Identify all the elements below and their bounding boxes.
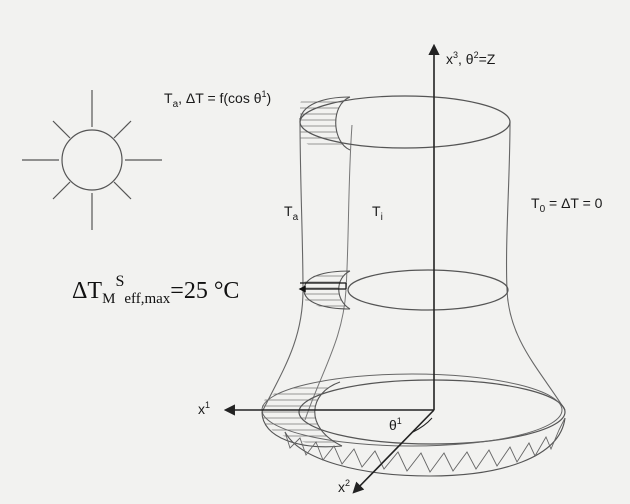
base-section [261,373,566,477]
sun-icon [22,90,162,230]
middle-section [303,269,509,311]
outer-temperature-label: Ta [284,203,299,223]
delta-t-pointer [298,282,347,293]
x2-axis-label: x2 [338,478,350,495]
theta1-label: θ1 [389,416,402,433]
x1-axis-label: x1 [198,400,210,417]
tower-outer-shell [261,117,566,413]
axes [223,43,440,494]
sun-temperature-label: Ta, ΔT = f(cos θ1) [164,89,271,110]
effective-delta-t-label: ΔTMSeff,max=25 °C [72,273,239,307]
inner-temperature-label: Ti [372,203,383,223]
x3-axis-label: x3, θ2=Z [446,50,496,67]
shade-temperature-label: T0 = ΔT = 0 [531,195,603,215]
tower-inner-shell [304,124,353,421]
top-section [299,95,511,151]
